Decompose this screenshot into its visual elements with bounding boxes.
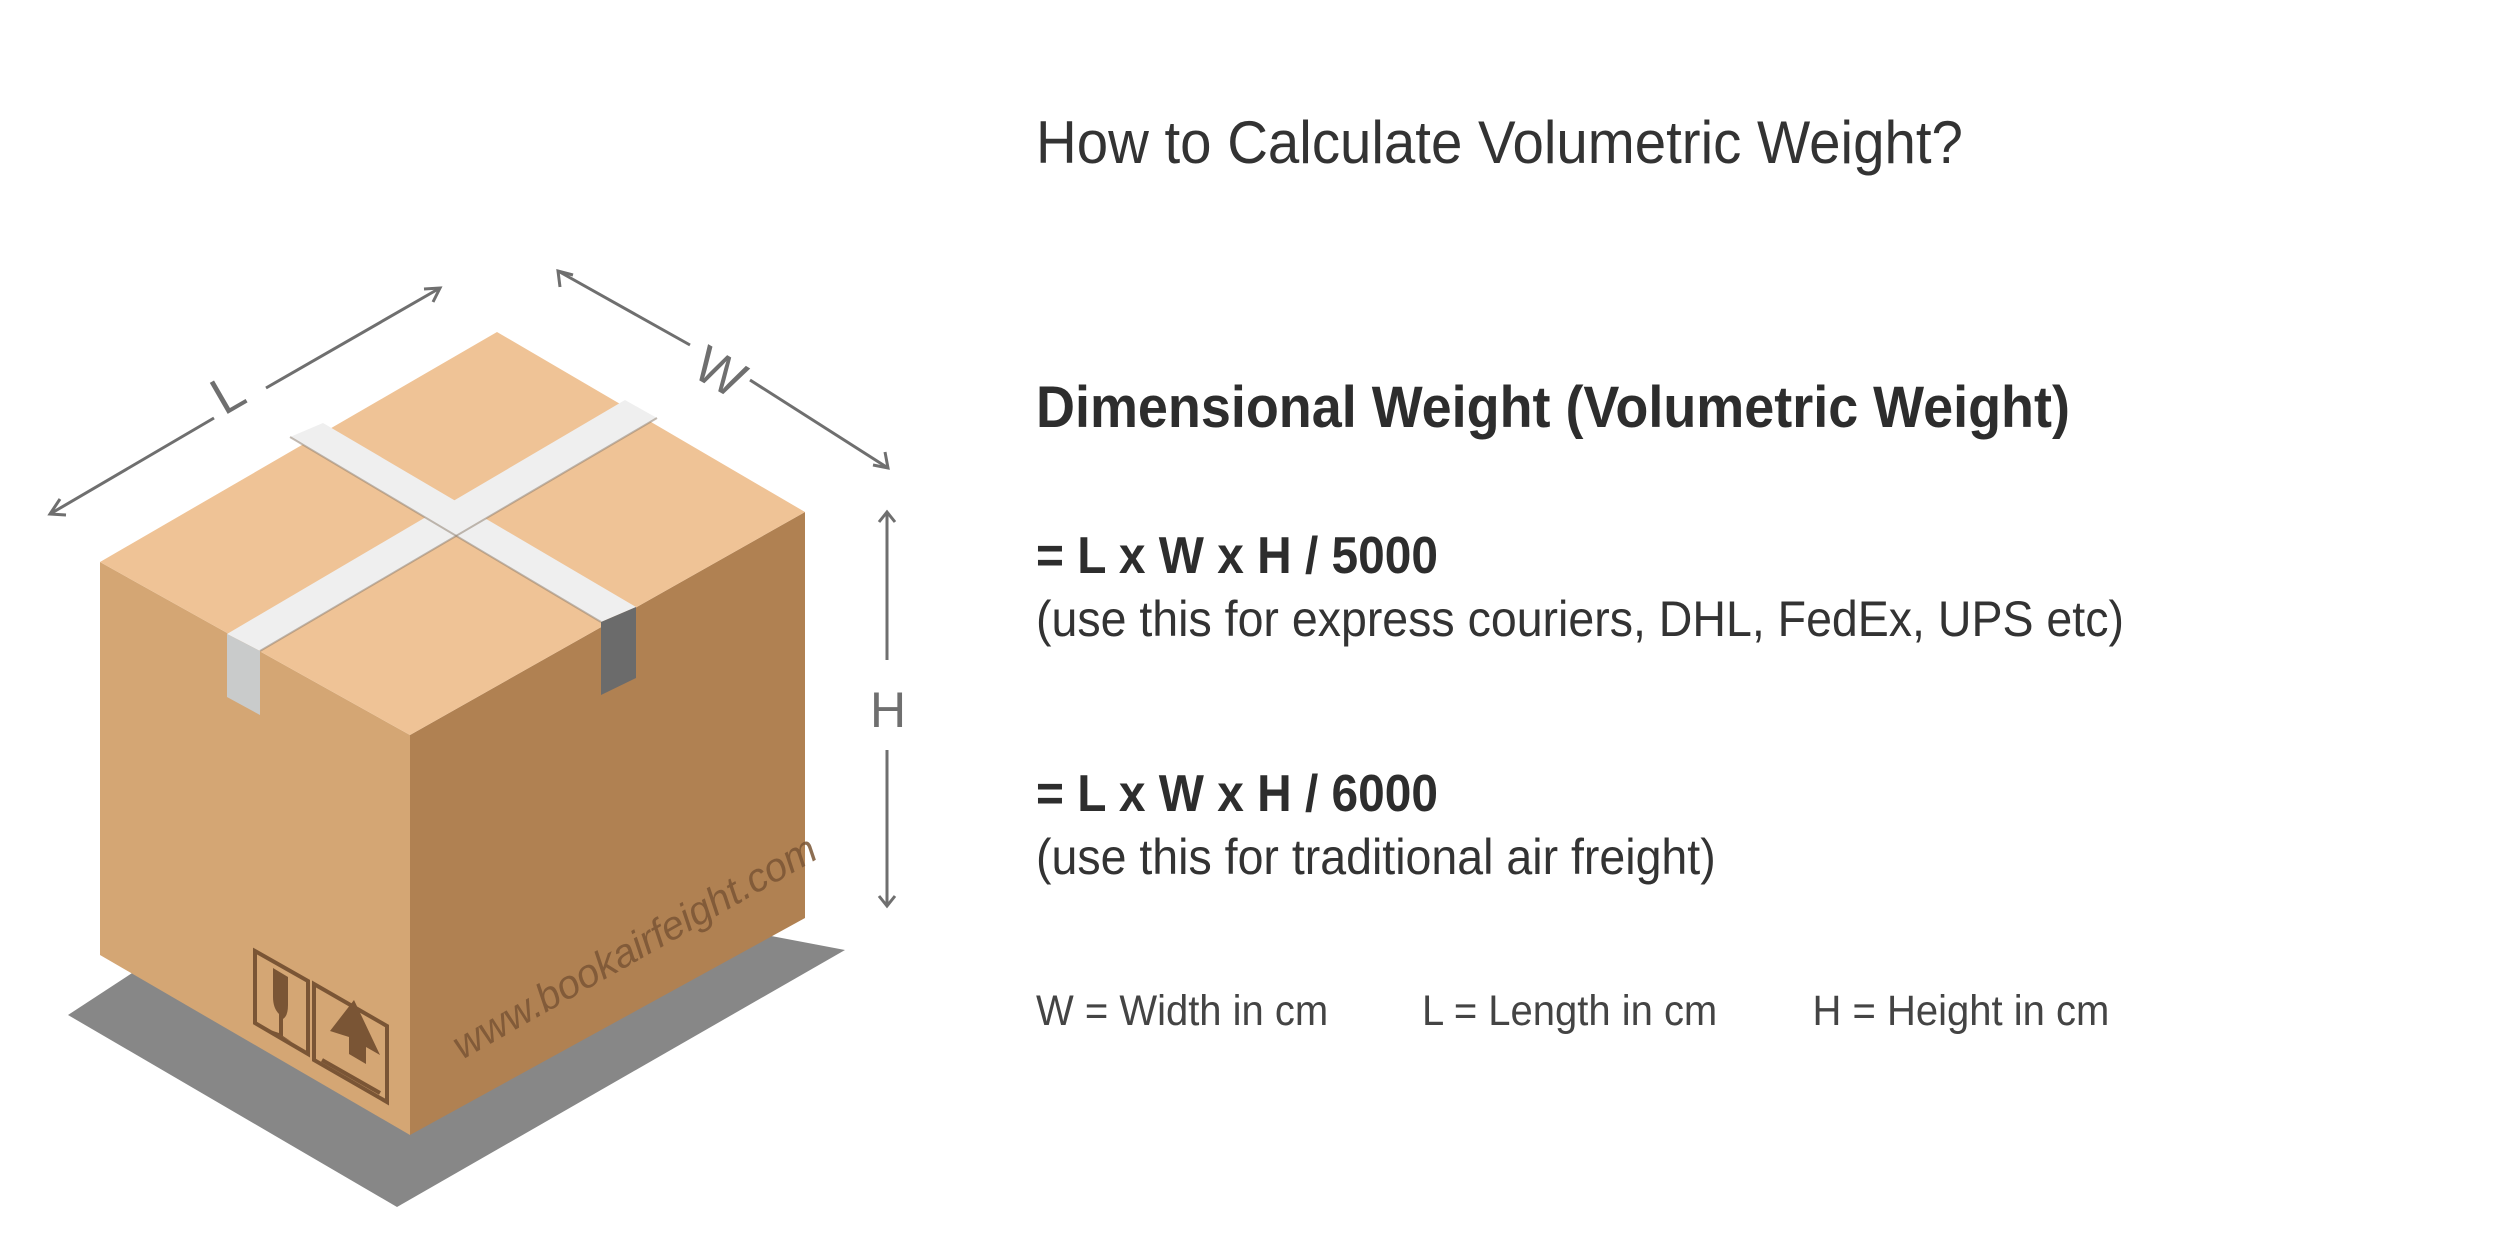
height-dimension bbox=[877, 509, 897, 909]
legend-height: H = Height in cm bbox=[1812, 987, 2110, 1035]
length-dimension bbox=[47, 286, 443, 517]
legend-width: W = Width in cm bbox=[1036, 987, 1329, 1035]
formula-air-freight-note: (use this for traditional air freight) bbox=[1036, 829, 1716, 885]
width-dimension bbox=[556, 268, 890, 470]
section-heading: Dimensional Weight (Volumetric Weight) bbox=[1036, 375, 2070, 440]
formula-express-note: (use this for express couriers, DHL, Fed… bbox=[1036, 591, 2124, 647]
box-right-face bbox=[410, 512, 805, 1135]
page-title: How to Calculate Volumetric Weight? bbox=[1036, 109, 1963, 176]
fragile-glass-icon bbox=[253, 947, 310, 1058]
length-label: L bbox=[201, 362, 255, 427]
tape-strip-short bbox=[290, 423, 636, 622]
tape-flap-right bbox=[601, 607, 636, 695]
units-legend: W = Width in cm L = Length in cm H = Hei… bbox=[1036, 987, 2109, 1036]
formula-express: = L x W x H / 5000 bbox=[1036, 527, 1438, 585]
box-left-face bbox=[100, 562, 410, 1135]
height-label: H bbox=[870, 682, 906, 738]
width-label: W bbox=[684, 335, 756, 410]
box-diagram: www.bookairfeight.com L W H bbox=[0, 0, 960, 1251]
legend-length: L = Length in cm bbox=[1421, 987, 1718, 1035]
tape-flap-left bbox=[227, 634, 260, 715]
formula-air-freight: = L x W x H / 6000 bbox=[1036, 765, 1438, 823]
this-side-up-icon bbox=[312, 980, 389, 1106]
